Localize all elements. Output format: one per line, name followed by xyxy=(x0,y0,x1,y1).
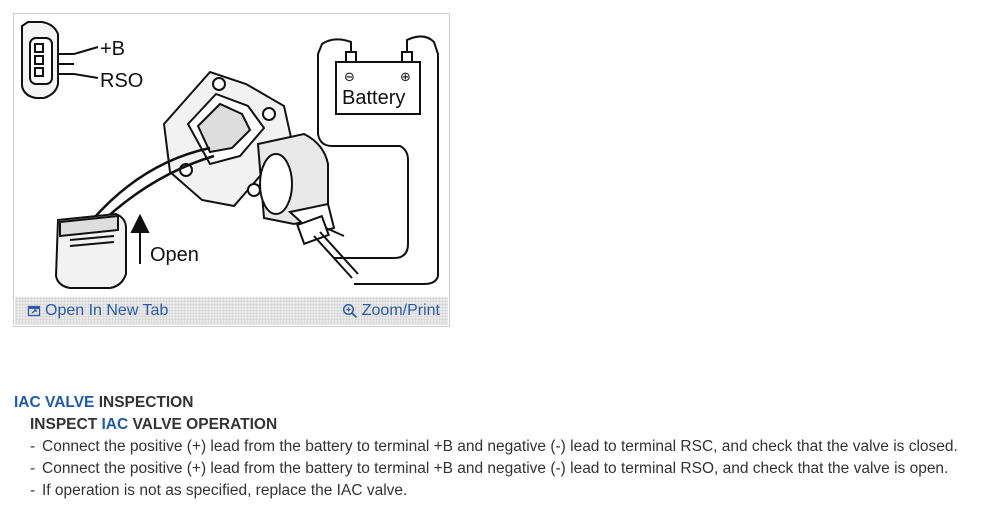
step-text: Connect the positive (+) lead from the b… xyxy=(42,460,949,477)
step-text: Connect the positive (+) lead from the b… xyxy=(42,438,958,455)
iac-valve-diagram[interactable]: +B RSO ⊖ ⊕ Battery xyxy=(14,14,449,296)
figure-footer: Open In New Tab Zoom/Print xyxy=(15,297,448,325)
subheading-keyword-link[interactable]: IAC xyxy=(101,416,129,433)
open-arrow-icon xyxy=(130,213,150,264)
plunger-illustration xyxy=(54,212,127,289)
procedure-heading: IAC VALVE INSPECTION xyxy=(14,392,984,414)
subheading-rest: VALVE OPERATION xyxy=(128,416,278,433)
battery-positive-symbol: ⊕ xyxy=(400,70,411,85)
figure-frame: +B RSO ⊖ ⊕ Battery xyxy=(13,13,450,327)
terminal-rso-label: RSO xyxy=(100,70,143,92)
zoom-print-link[interactable]: Zoom/Print xyxy=(342,302,440,320)
procedure-subheading: INSPECT IAC VALVE OPERATION xyxy=(14,414,984,436)
subheading-prefix: INSPECT xyxy=(30,416,102,433)
terminal-plus-b-label: +B xyxy=(100,38,125,60)
connector-illustration xyxy=(21,21,99,99)
battery-negative-symbol: ⊖ xyxy=(344,70,355,85)
open-in-new-tab-label: Open In New Tab xyxy=(45,302,169,319)
open-in-new-tab-link[interactable]: Open In New Tab xyxy=(27,302,168,320)
procedure-step: -Connect the positive (+) lead from the … xyxy=(30,460,949,477)
battery-label: Battery xyxy=(342,87,405,109)
procedure-section: IAC VALVE INSPECTION INSPECT IAC VALVE O… xyxy=(14,392,984,502)
battery-illustration xyxy=(317,35,439,285)
iac-valve-illustration xyxy=(162,70,359,279)
procedure-step: -If operation is not as specified, repla… xyxy=(30,482,408,499)
procedure-step: -Connect the positive (+) lead from the … xyxy=(30,438,958,455)
direction-arrow xyxy=(93,146,215,221)
heading-keyword-link[interactable]: IAC VALVE xyxy=(14,394,95,411)
new-tab-icon xyxy=(27,305,41,317)
zoom-print-label: Zoom/Print xyxy=(361,302,440,319)
heading-rest: INSPECTION xyxy=(94,394,194,411)
magnifier-icon xyxy=(342,303,357,319)
step-text: If operation is not as specified, replac… xyxy=(42,482,408,499)
open-label: Open xyxy=(150,244,199,266)
